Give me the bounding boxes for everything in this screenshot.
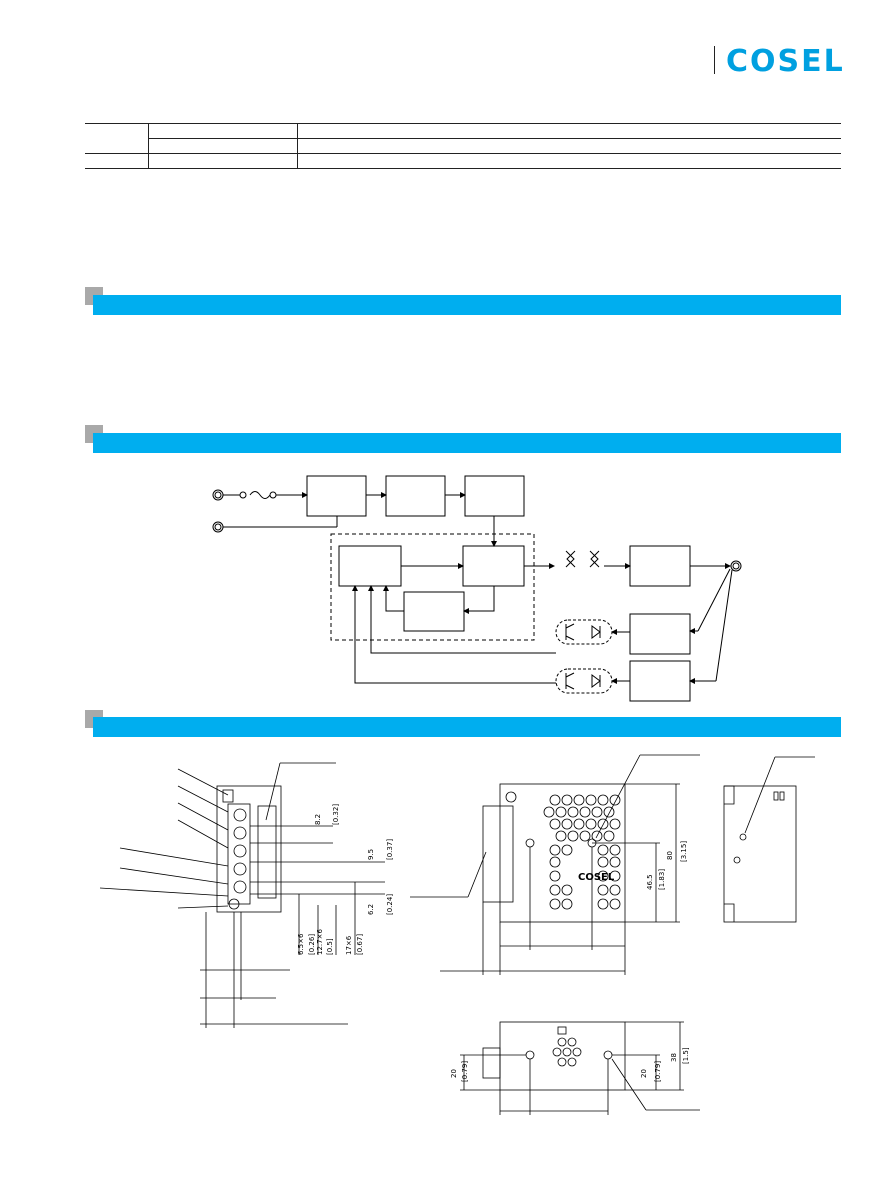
fuse-contact xyxy=(239,491,247,499)
dim-17: 17×6 xyxy=(345,935,353,955)
dim-38: 38 xyxy=(670,1053,678,1062)
fuse-icon xyxy=(249,491,271,499)
dim-0-37: [0.37] xyxy=(386,839,394,860)
control-region xyxy=(330,533,535,641)
dim-46-5: 46.5 xyxy=(646,874,654,890)
right-view-body xyxy=(723,785,797,923)
dim-8-2: 8.2 xyxy=(314,814,322,825)
section-3-bar xyxy=(93,717,841,737)
dim-0-32: [0.32] xyxy=(332,804,340,825)
dim-80: 80 xyxy=(666,851,674,860)
table-bottom-rule xyxy=(85,168,841,169)
table-top-rule xyxy=(85,123,841,124)
front-mini-logo: COSEL xyxy=(578,872,615,883)
vent-holes xyxy=(543,794,621,910)
cosel-logo: COSEL xyxy=(726,44,845,79)
dim-0-79a: [0.79] xyxy=(461,1061,469,1082)
bottom-view-body xyxy=(499,1021,626,1091)
dim-0-79b: [0.79] xyxy=(654,1061,662,1082)
table-col-divider-2 xyxy=(297,123,298,168)
dim-9-5: 9.5 xyxy=(367,849,375,860)
table-row-rule xyxy=(85,153,841,154)
photocoupler-1 xyxy=(555,619,613,645)
front-terminal-block xyxy=(482,805,514,903)
dim-12-7: 12.7×6 xyxy=(316,929,324,955)
photocoupler-2 xyxy=(555,668,613,694)
dim-1-5: [1.5] xyxy=(682,1047,690,1064)
front-view-body xyxy=(499,783,626,923)
terminal-block xyxy=(227,803,251,905)
transformer-primary xyxy=(565,550,576,568)
dim-0-67: [0.67] xyxy=(356,934,364,955)
block-detection-1 xyxy=(629,613,691,655)
table-col-divider-1 xyxy=(148,123,149,168)
block-filter xyxy=(306,475,367,517)
dim-0-26: [0.26] xyxy=(308,934,316,955)
dim-1-83: [1.83] xyxy=(658,869,666,890)
dim-20b: 20 xyxy=(640,1069,648,1078)
logo-divider xyxy=(714,46,715,74)
dim-0-24: [0.24] xyxy=(386,894,394,915)
dim-6-2: 6.2 xyxy=(367,904,375,915)
dim-6-5: 6.5×6 xyxy=(297,933,305,955)
table-mid-rule xyxy=(148,138,841,139)
dim-20a: 20 xyxy=(450,1069,458,1078)
output-terminal xyxy=(730,560,742,572)
transformer-secondary xyxy=(589,550,600,568)
section-1-bar xyxy=(93,295,841,315)
dim-3-15: [3.15] xyxy=(680,841,688,862)
section-2-bar xyxy=(93,433,841,453)
terminal-screws xyxy=(228,808,247,910)
dim-0-5: [0.5] xyxy=(326,938,334,955)
bottom-vent-holes xyxy=(552,1037,582,1067)
side-view-body xyxy=(216,785,282,913)
